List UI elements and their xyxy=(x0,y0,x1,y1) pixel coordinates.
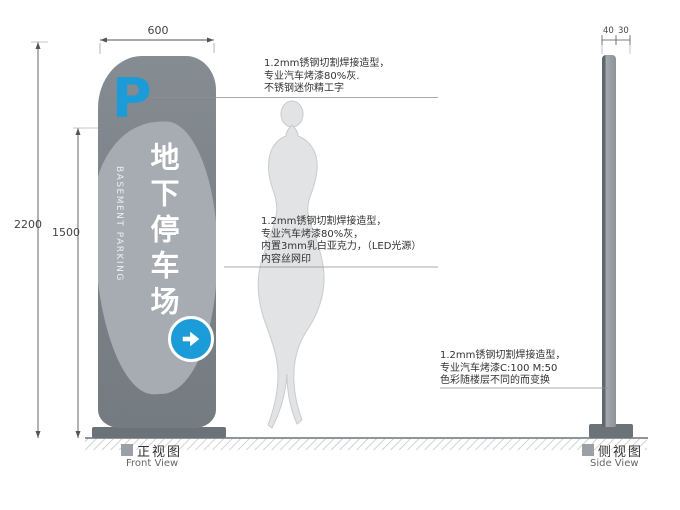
annotation-line: 不锈钢迷你精工字 xyxy=(264,83,344,94)
sign-chinese-text: 地下停车场 xyxy=(146,142,180,322)
sign-english-text: BASEMENT PARKING xyxy=(114,166,124,282)
dimension-panel-height-label: 1500 xyxy=(52,226,80,239)
annotation-top: 1.2mm锈钢切割焊接造型， 专业汽车烤漆80%灰. 不锈钢迷你精工字 xyxy=(264,58,389,96)
annotation-line: 专业汽车烤漆80%灰. xyxy=(264,70,360,82)
front-view-marker-icon xyxy=(121,444,133,456)
annotation-line: 专业汽车烤漆C:100 M:50 xyxy=(440,362,558,374)
annotation-line: 色彩随楼层不同的而变换 xyxy=(440,375,550,386)
annotation-middle: 1.2mm锈钢切割焊接造型， 专业汽车烤漆80%灰， 内置3mm乳白亚克力，（L… xyxy=(261,216,421,266)
annotation-line: 内容丝网印 xyxy=(261,253,311,265)
sign-panel-side-view xyxy=(602,55,616,427)
front-view-label-en: Front View xyxy=(126,458,179,469)
annotation-line: 专业汽车烤漆80%灰， xyxy=(261,228,364,240)
right-arrow-icon xyxy=(182,331,200,347)
annotation-side: 1.2mm锈钢切割焊接造型， 专业汽车烤漆C:100 M:50 色彩随楼层不同的… xyxy=(440,350,565,388)
dimension-side-depth-label: 40 xyxy=(603,26,614,36)
side-view-marker-icon xyxy=(582,444,594,456)
annotation-line: 1.2mm锈钢切割焊接造型， xyxy=(264,58,390,69)
annotation-line: 内置3mm乳白亚克力，（LED光源） xyxy=(261,241,422,252)
sign-base-front xyxy=(92,427,226,438)
sign-base-side xyxy=(589,424,633,438)
parking-p-letter: P xyxy=(112,67,152,130)
dimension-width-label: 600 xyxy=(147,24,169,37)
dimension-side-base-label: 30 xyxy=(618,26,629,36)
annotation-line: 1.2mm锈钢切割焊接造型， xyxy=(440,350,566,361)
dimension-total-height-label: 2200 xyxy=(14,218,42,231)
sign-panel-front-view: P BASEMENT PARKING 地下停车场 xyxy=(98,56,216,428)
direction-arrow-badge xyxy=(168,316,214,362)
annotation-line: 1.2mm锈钢切割焊接造型， xyxy=(261,216,387,227)
side-view-label-en: Side View xyxy=(590,458,639,469)
